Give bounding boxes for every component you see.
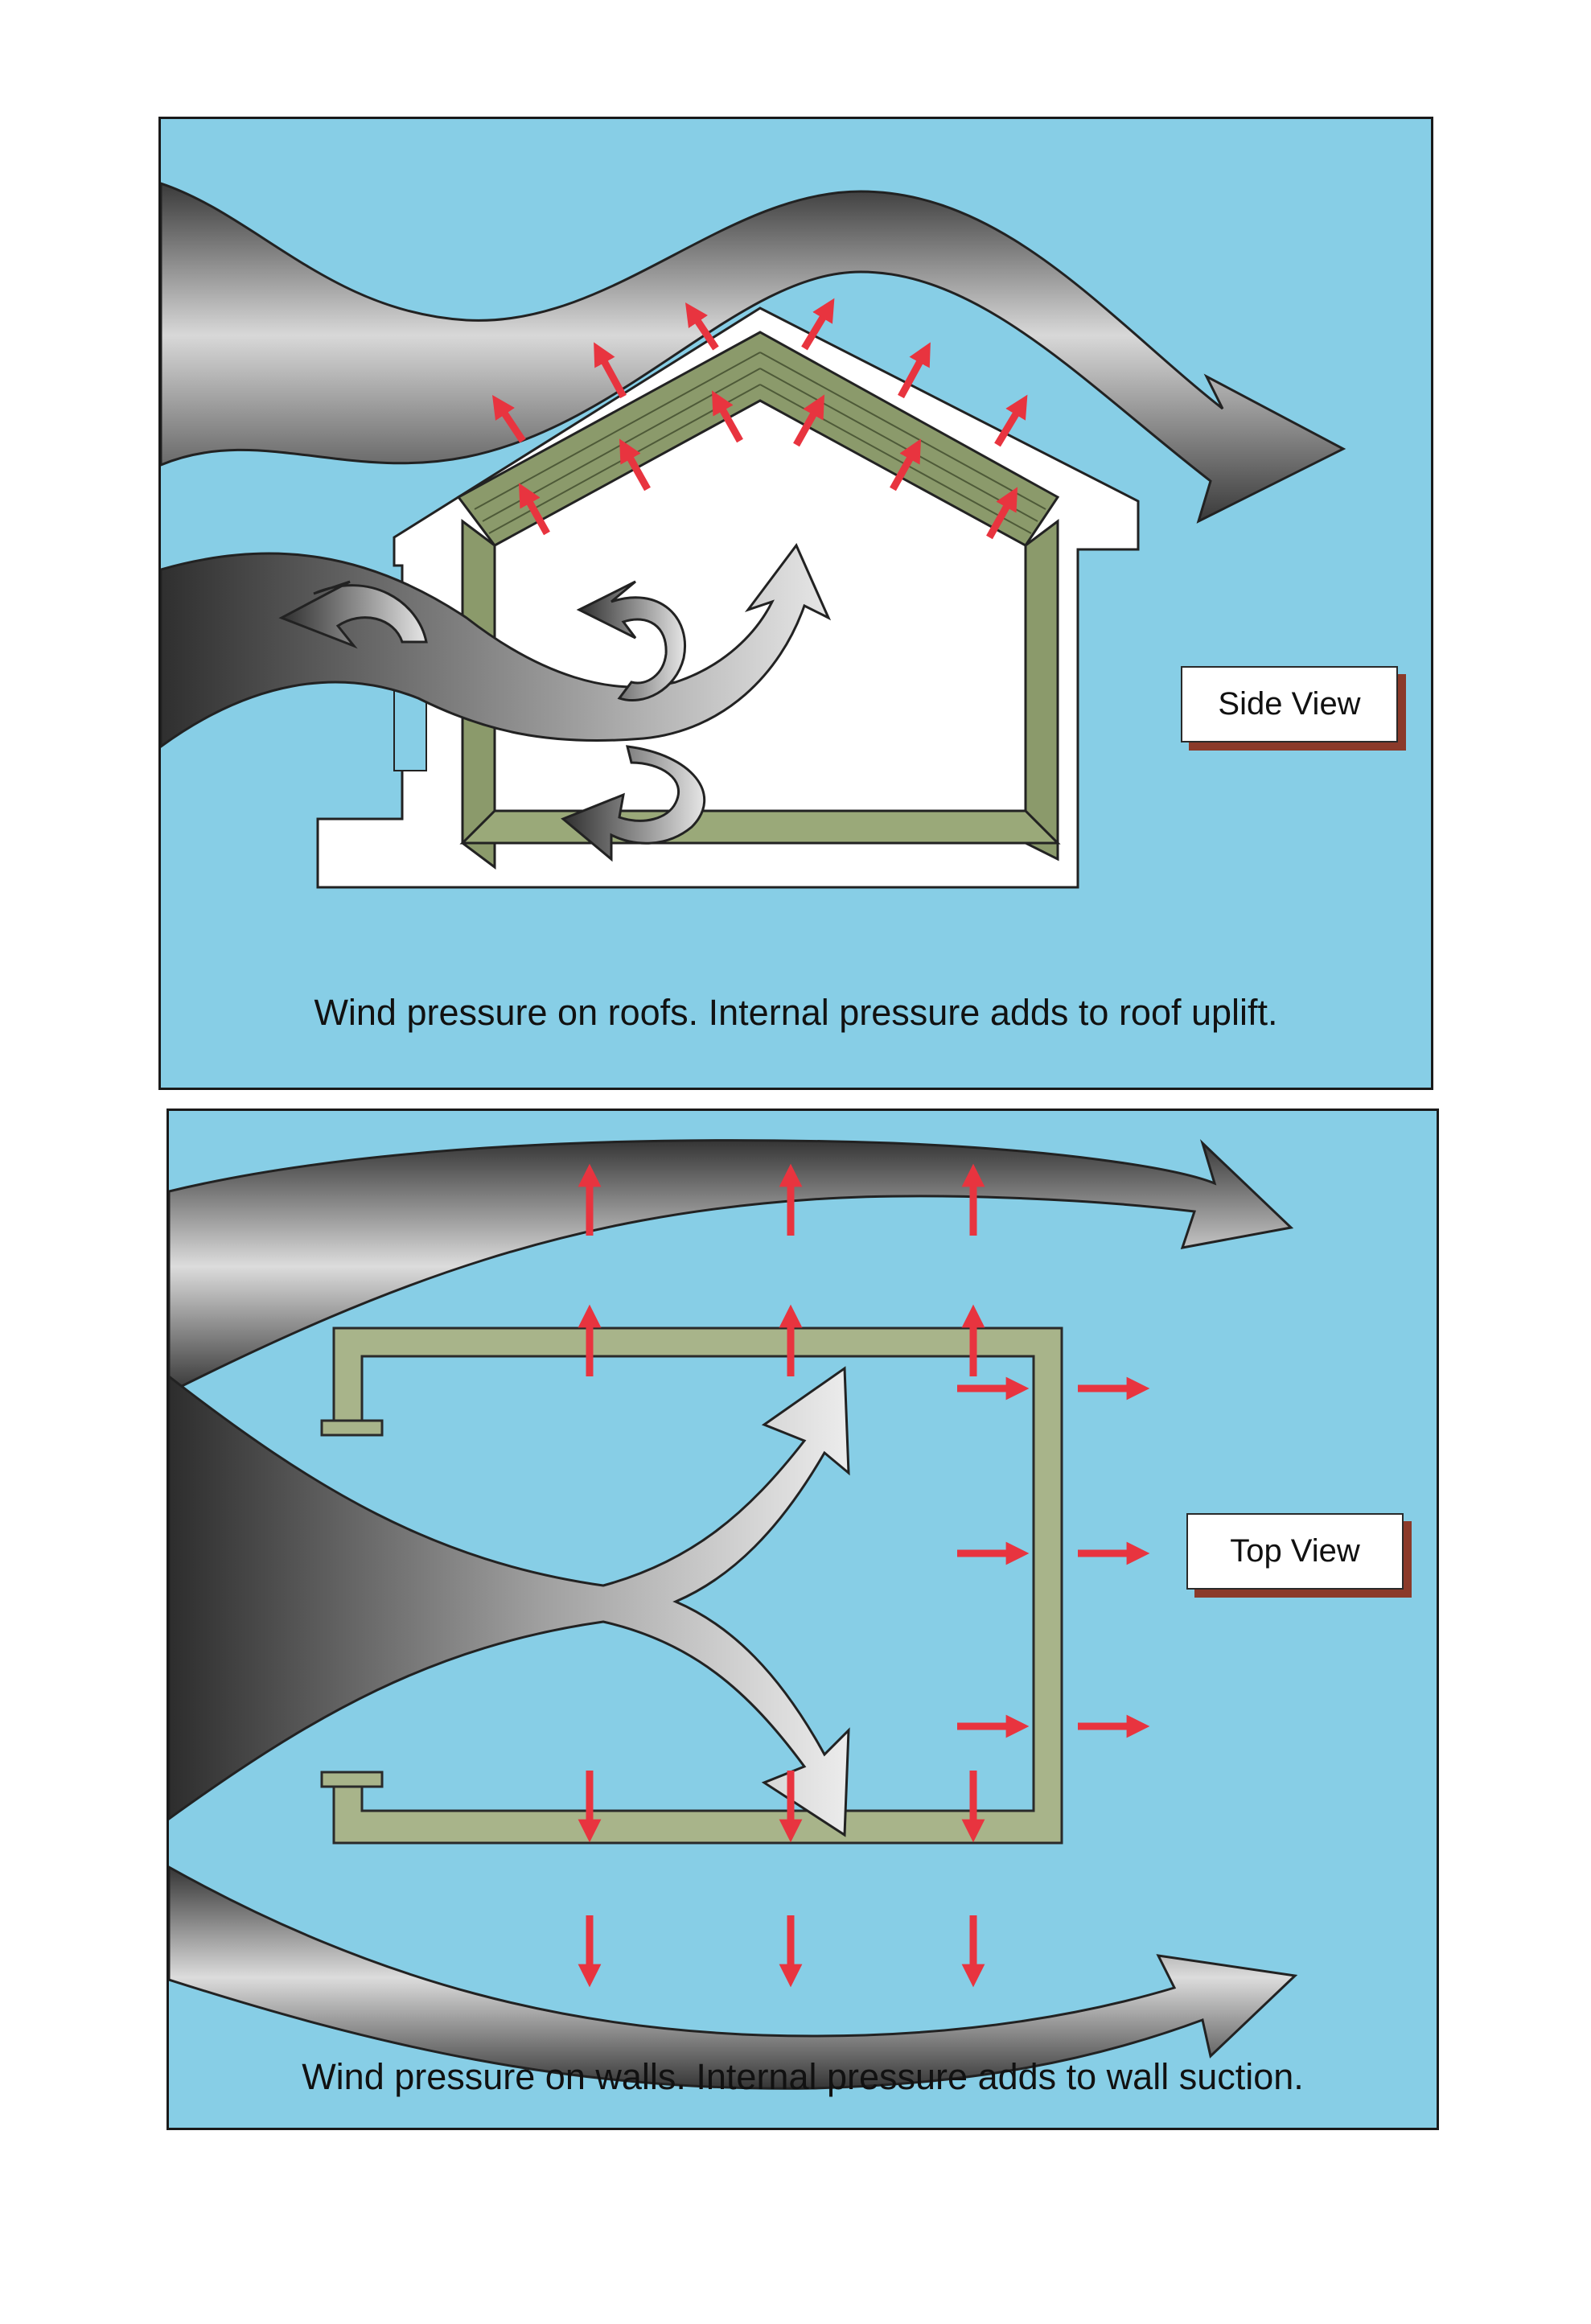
side-view-label: Side View: [1181, 666, 1398, 742]
top-view-diagram: [169, 1111, 1437, 2128]
right-wall: [1024, 519, 1059, 862]
door-jamb-bottom: [320, 1771, 384, 1788]
top-view-label: Top View: [1186, 1513, 1404, 1590]
floor: [459, 809, 1061, 845]
wind-inside-swirl-lower: [561, 745, 706, 862]
wind-escape-arrow-left: [278, 580, 428, 649]
wind-over-roof-arrow: [161, 182, 1346, 524]
wind-top-stream-arrow: [169, 1138, 1294, 1394]
wind-inside-swirl-upper: [576, 580, 686, 702]
side-view-caption: Wind pressure on roofs. Internal pressur…: [314, 992, 1278, 1033]
wall-suction-arrows: [578, 1163, 1150, 1988]
side-view-diagram: [161, 119, 1431, 1088]
side-view-panel: Side View Wind pressure on roofs. Intern…: [158, 117, 1433, 1090]
door-jamb-top: [320, 1419, 384, 1437]
top-view-panel: Top View Wind pressure on walls. Interna…: [166, 1109, 1439, 2130]
wind-bottom-stream-arrow: [169, 1865, 1298, 2090]
wind-entering-split-arrow: [169, 1366, 850, 1837]
top-view-caption: Wind pressure on walls. Internal pressur…: [302, 2056, 1304, 2097]
roof-uplift-arrows: [492, 298, 1028, 540]
